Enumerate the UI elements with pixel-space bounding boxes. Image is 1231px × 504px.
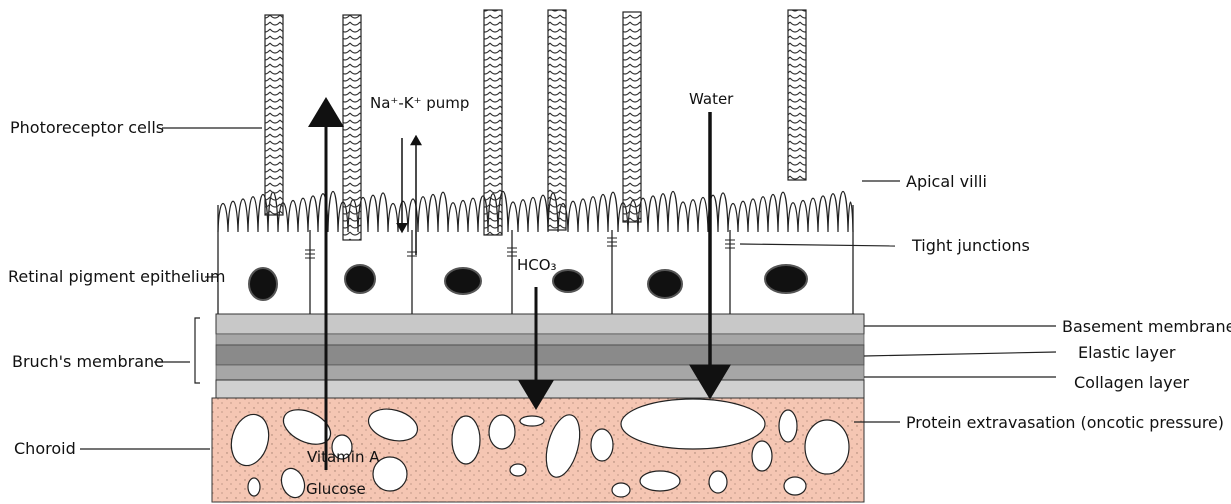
vitamin-a-label: Vitamin A: [307, 448, 380, 466]
basement-membrane-label: Basement membrane: [1062, 317, 1231, 336]
nucleus: [445, 268, 481, 294]
na-k-pump-label: Na⁺-K⁺ pump: [370, 94, 469, 112]
choroid-label: Choroid: [14, 439, 76, 458]
collagen-layer-band: [216, 365, 864, 380]
photoreceptor-cell: [623, 12, 641, 222]
photoreceptor-cell: [788, 10, 806, 180]
inner-collagen-band: [216, 334, 864, 345]
elastic-layer-band: [216, 345, 864, 365]
bruchs-membrane-layers: [216, 314, 864, 398]
elastic-layer-label: Elastic layer: [1078, 343, 1176, 362]
villi-outline: [218, 192, 853, 233]
rpe-label: Retinal pigment epithelium: [8, 267, 225, 286]
apical-villi: [218, 192, 853, 233]
nucleus: [249, 268, 277, 300]
photoreceptor-cells-label: Photoreceptor cells: [10, 118, 164, 137]
nucleus: [765, 265, 807, 293]
bruchs-membrane-label: Bruch's membrane: [12, 352, 164, 371]
glucose-label: Glucose: [306, 480, 366, 498]
nucleus: [345, 265, 375, 293]
tight-junction-marks: [305, 238, 735, 258]
nucleus: [553, 270, 583, 292]
collagen-layer-label: Collagen layer: [1074, 373, 1189, 392]
choroid-basement-band: [216, 380, 864, 398]
nucleus: [648, 270, 682, 298]
tight-junctions-label: Tight junctions: [911, 236, 1030, 255]
photoreceptor-cell: [484, 10, 502, 235]
hco3-label: HCO₃: [517, 256, 557, 274]
photoreceptor-cell: [343, 15, 361, 240]
photoreceptor-cell: [265, 15, 283, 215]
apical-villi-label: Apical villi: [906, 172, 987, 191]
water-label: Water: [689, 90, 734, 108]
basement-membrane-band: [216, 314, 864, 334]
protein-extravasation-label: Protein extravasation (oncotic pressure): [906, 413, 1224, 432]
photoreceptor-cell: [548, 10, 566, 230]
